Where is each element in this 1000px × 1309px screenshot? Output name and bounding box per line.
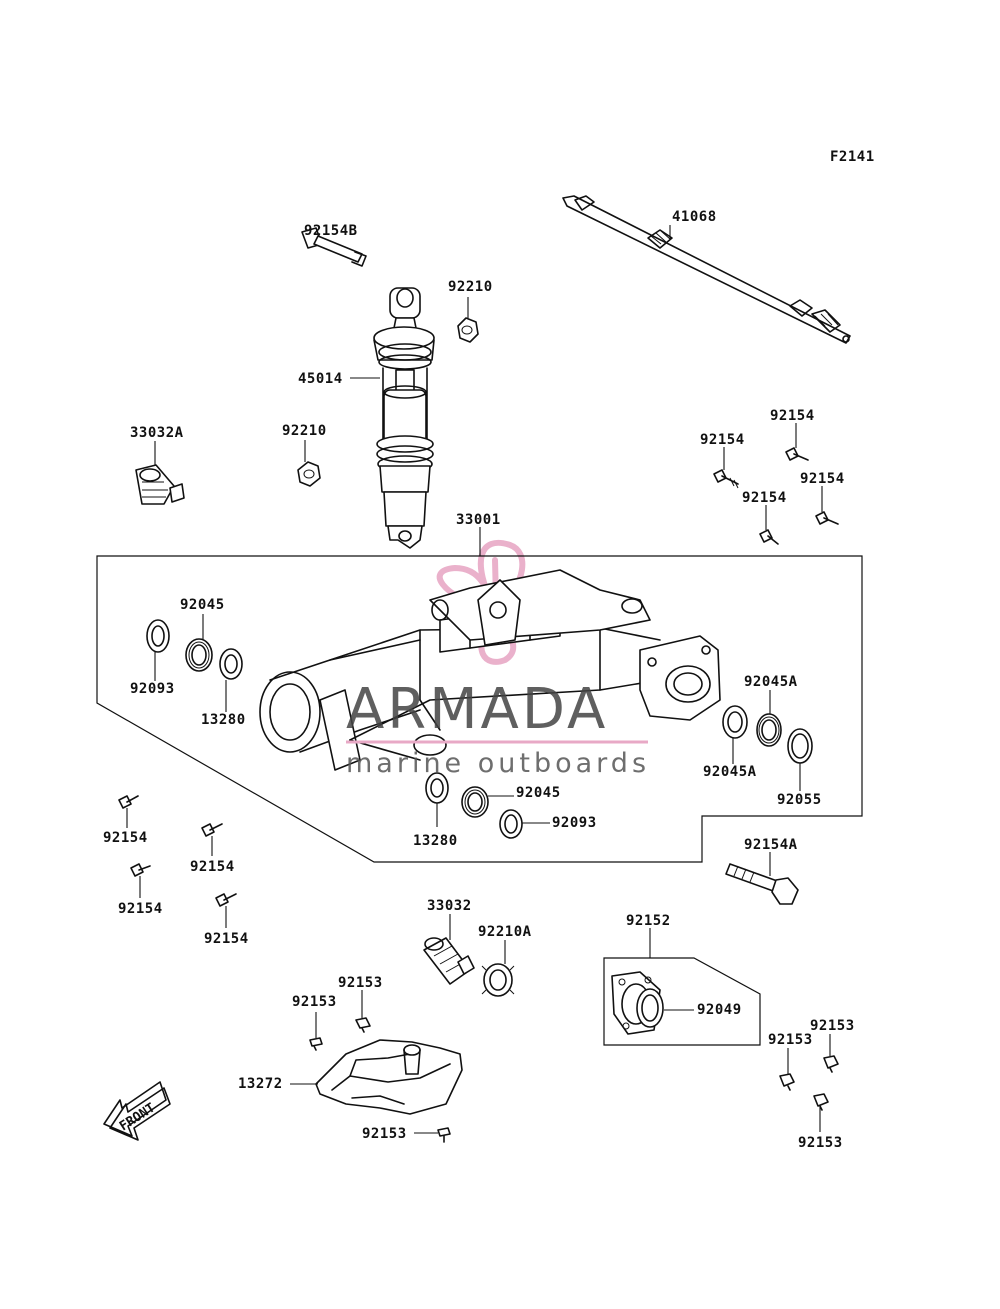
watermark-brand: ARMADA xyxy=(346,677,608,742)
bearing-92045-left xyxy=(185,638,213,672)
nut-92210A xyxy=(481,963,515,997)
label-92045-left: 92045 xyxy=(180,597,225,613)
screw-92153-a xyxy=(309,1037,323,1051)
label-92154-l1: 92154 xyxy=(103,830,148,846)
drive-shaft xyxy=(562,195,851,344)
label-92045-center: 92045 xyxy=(516,785,561,801)
label-92093-center: 92093 xyxy=(552,815,597,831)
watermark-tagline: marine outboards xyxy=(346,748,650,779)
bolt-92154-r4 xyxy=(759,529,779,545)
bolt-92154-l1 xyxy=(118,795,139,809)
label-92045A-bottom: 92045A xyxy=(703,764,757,780)
label-92210A: 92210A xyxy=(478,924,532,940)
bearing-92045A-outer xyxy=(722,705,748,739)
label-41068: 41068 xyxy=(672,209,717,225)
label-92055: 92055 xyxy=(777,792,822,808)
assembly-outline-92152 xyxy=(603,957,761,1046)
label-92154-r2: 92154 xyxy=(770,408,815,424)
figure-code: F2141 xyxy=(830,149,875,165)
bearing-92045A-inner xyxy=(756,713,782,747)
bushing-33032 xyxy=(423,937,475,985)
label-13280-center: 13280 xyxy=(413,833,458,849)
bolt-92154-r3 xyxy=(815,511,839,525)
label-45014: 45014 xyxy=(298,371,343,387)
bolt-92154-l2 xyxy=(201,823,223,837)
shock-absorber xyxy=(373,287,435,549)
bushing-33032A xyxy=(135,464,185,505)
label-92154-r4: 92154 xyxy=(742,490,787,506)
nut-92210-mid xyxy=(297,461,321,487)
label-33001: 33001 xyxy=(456,512,501,528)
screw-92153-f xyxy=(813,1093,829,1111)
swingarm xyxy=(259,569,721,771)
assembly-outline-33001 xyxy=(96,555,863,863)
screw-92153-c xyxy=(437,1127,451,1143)
bolt-92154A xyxy=(725,863,799,905)
label-92154-r3: 92154 xyxy=(800,471,845,487)
bolt-92154-l4 xyxy=(215,893,237,907)
label-92154-l2: 92154 xyxy=(190,859,235,875)
label-92152: 92152 xyxy=(626,913,671,929)
bolt-92154-l3 xyxy=(130,863,151,877)
front-arrow-icon: FRONT xyxy=(103,1081,171,1141)
seal-92093-center xyxy=(499,809,523,839)
label-92049: 92049 xyxy=(697,1002,742,1018)
label-92153-f: 92153 xyxy=(798,1135,843,1151)
screw-92153-e xyxy=(823,1055,839,1073)
skid-plate-13272 xyxy=(315,1039,463,1115)
label-92154-l4: 92154 xyxy=(204,931,249,947)
bearing-92045-center xyxy=(461,786,489,818)
label-92154A: 92154A xyxy=(744,837,798,853)
label-33032: 33032 xyxy=(427,898,472,914)
collar-13280-center xyxy=(425,772,449,804)
screw-92153-b xyxy=(355,1017,371,1033)
seal-92049 xyxy=(636,988,664,1028)
collar-13280-left xyxy=(219,648,243,680)
label-92153-c: 92153 xyxy=(362,1126,407,1142)
label-92045A-top: 92045A xyxy=(744,674,798,690)
label-92210-mid: 92210 xyxy=(282,423,327,439)
label-92093-left: 92093 xyxy=(130,681,175,697)
label-92153-b: 92153 xyxy=(338,975,383,991)
label-92154B: 92154B xyxy=(304,223,358,239)
bolt-92154B xyxy=(301,227,367,267)
label-92210-top: 92210 xyxy=(448,279,493,295)
label-92153-e: 92153 xyxy=(810,1018,855,1034)
seal-92055 xyxy=(787,728,813,764)
screw-92153-d xyxy=(779,1073,795,1091)
label-92154-r1: 92154 xyxy=(700,432,745,448)
label-13280-left: 13280 xyxy=(201,712,246,728)
nut-92210-top xyxy=(457,317,479,343)
label-92154-l3: 92154 xyxy=(118,901,163,917)
seal-92093-left xyxy=(146,619,170,653)
label-92153-a: 92153 xyxy=(292,994,337,1010)
label-13272: 13272 xyxy=(238,1076,283,1092)
bolt-92154-r1 xyxy=(713,469,739,489)
bolt-92154-r2 xyxy=(785,447,809,461)
label-92153-d: 92153 xyxy=(768,1032,813,1048)
label-33032A: 33032A xyxy=(130,425,184,441)
